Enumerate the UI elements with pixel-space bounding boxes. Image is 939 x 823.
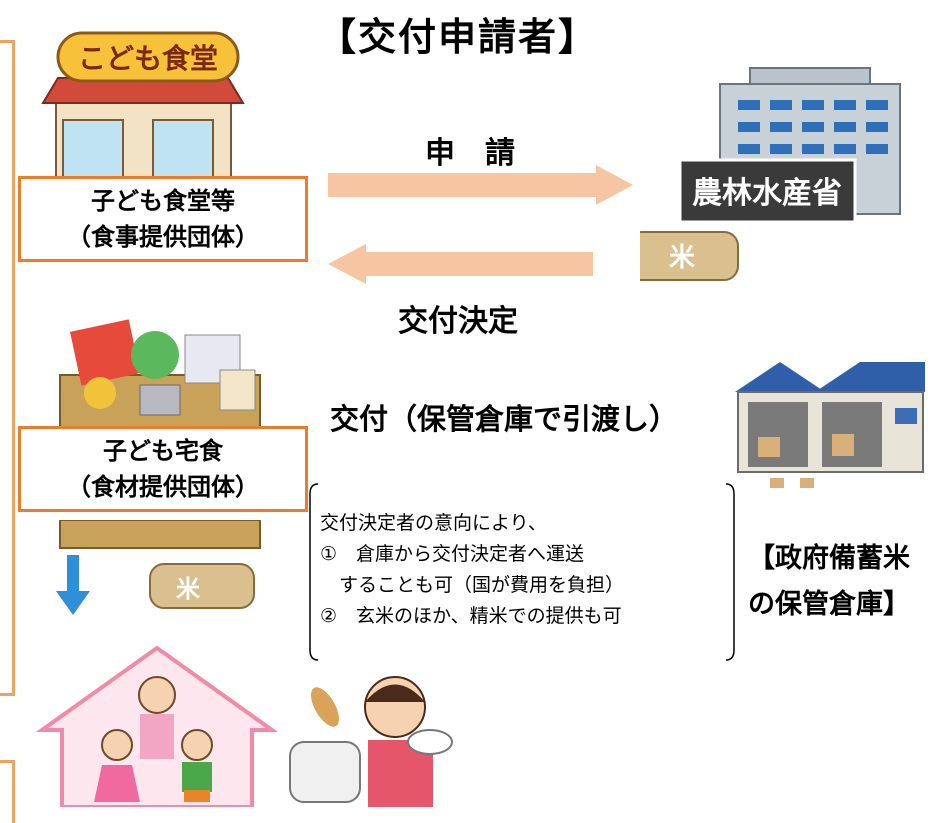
notes-bracket-left xyxy=(309,483,319,661)
kodomo-shokudo-illustration: こども食堂 xyxy=(41,31,245,178)
left-bracket-lower xyxy=(0,760,15,823)
notes-block: 交付決定者の意向により、 ① 倉庫から交付決定者へ運送 することも可（国が費用を… xyxy=(320,508,624,632)
rice-bag-text-top: 米 xyxy=(669,243,695,273)
left-bracket xyxy=(0,40,15,696)
ministry-sign-text: 農林水産省 xyxy=(692,176,842,211)
apply-label: 申 請 xyxy=(425,136,515,171)
basket-bottom xyxy=(59,520,261,549)
family-house-illustration xyxy=(35,645,279,807)
applicant-takushoku-name: 子ども宅食 xyxy=(103,437,223,465)
warehouse-title-line2: の保管倉庫】 xyxy=(748,589,910,620)
warehouse-title-line1: 【政府備蓄米 xyxy=(748,543,910,574)
notes-line-3: することも可（国が費用を負担） xyxy=(320,574,625,596)
notes-line-4: ② 玄米のほか、精米での提供も可 xyxy=(320,605,622,627)
cook-illustration xyxy=(289,676,453,807)
applicant-box-takushoku: 子ども宅食 （食材提供団体） xyxy=(18,426,308,512)
delivery-label: 交付（保管倉庫で引渡し） xyxy=(330,402,679,436)
shokudo-sign-text: こども食堂 xyxy=(78,42,218,75)
applicant-shokudo-type: （食事提供団体） xyxy=(67,223,259,251)
applicant-box-shokudo: 子ども食堂等 （食事提供団体） xyxy=(18,176,308,262)
rice-bag-illustration: 米 xyxy=(149,563,255,609)
notes-line-2: ① 倉庫から交付決定者へ運送 xyxy=(320,543,585,565)
decision-label: 交付決定 xyxy=(398,304,518,339)
notes-line-1: 交付決定者の意向により、 xyxy=(320,512,547,534)
warehouse-title: 【政府備蓄米 の保管倉庫】 xyxy=(748,536,910,628)
apply-arrow xyxy=(328,165,633,205)
page-title: 【交付申請者】 xyxy=(318,15,599,59)
decision-arrow xyxy=(328,244,593,284)
down-arrow xyxy=(56,555,90,615)
ministry-illustration: 農林水産省 米 xyxy=(640,67,901,281)
applicant-shokudo-name: 子ども食堂等 xyxy=(91,187,235,215)
applicant-takushoku-type: （食材提供団体） xyxy=(67,473,259,501)
rice-bag-text-middle: 米 xyxy=(176,575,200,603)
warehouse-illustration xyxy=(735,362,925,488)
notes-bracket-right xyxy=(725,483,735,661)
